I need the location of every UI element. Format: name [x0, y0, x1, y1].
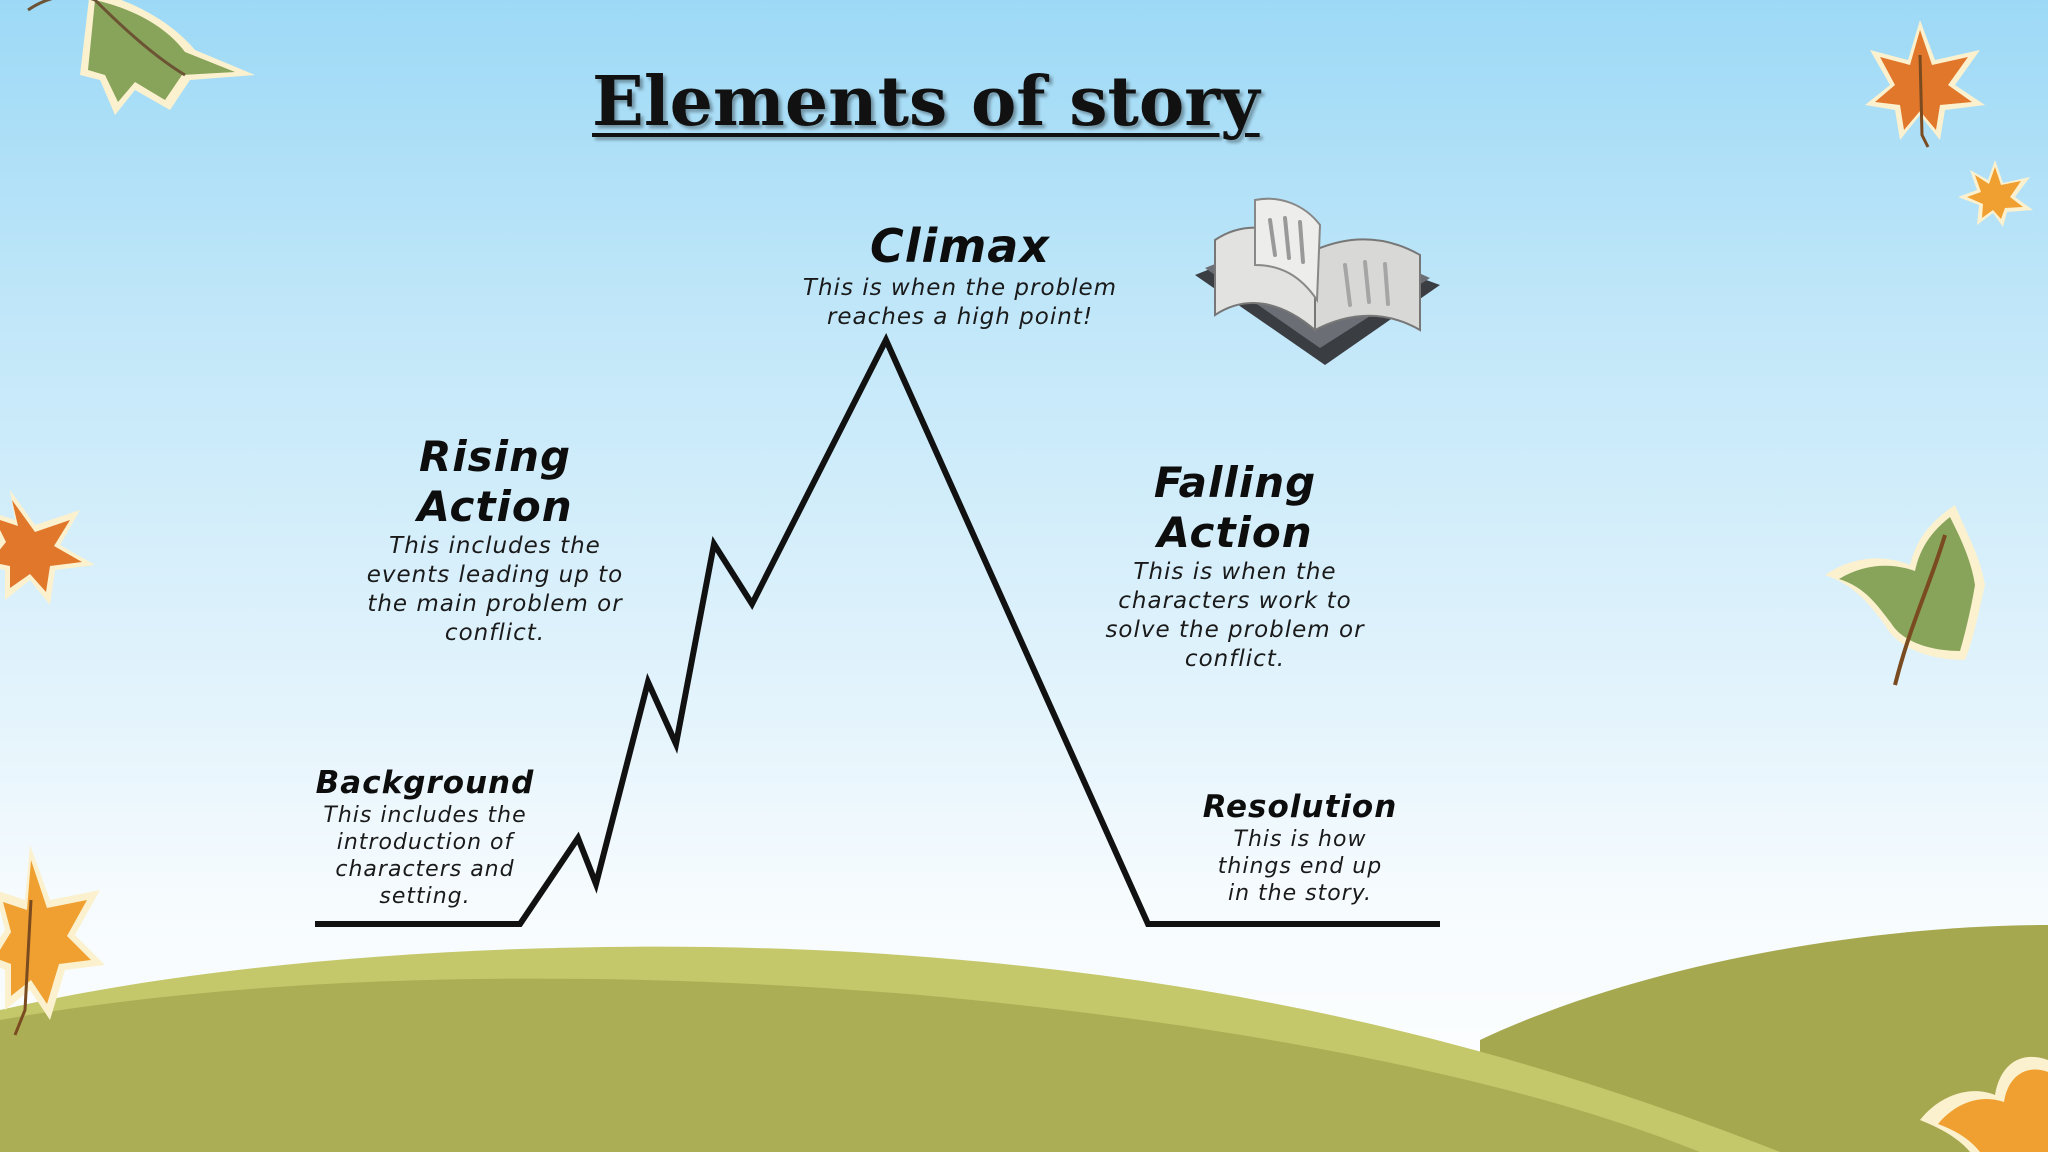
- open-book-icon: [1195, 197, 1440, 365]
- falling-action-label: Falling Action This is when the characte…: [1090, 458, 1380, 674]
- rising-action-description: This includes the events leading up to t…: [366, 533, 624, 646]
- resolution-heading: Resolution: [1202, 789, 1398, 825]
- maple-leaf-icon: [27, 0, 255, 115]
- rising-action-heading: Rising Action: [417, 432, 573, 531]
- plot-line: [315, 333, 1440, 927]
- maple-leaf-icon: [1920, 1056, 2048, 1152]
- falling-action-description: This is when the characters work to solv…: [1105, 559, 1365, 672]
- resolution-label: Resolution This is how things end up in …: [1185, 788, 1415, 907]
- slide-title: Elements of story: [592, 62, 1260, 142]
- maple-leaf-icon: [1958, 160, 2033, 227]
- background-heading: Background: [315, 765, 535, 801]
- falling-action-heading: Falling Action: [1153, 458, 1317, 557]
- climax-label: Climax This is when the problem reaches …: [770, 218, 1150, 332]
- background-label: Background This includes the introductio…: [300, 764, 550, 910]
- climax-heading: Climax: [870, 219, 1050, 273]
- background-description: This includes the introduction of charac…: [323, 803, 527, 909]
- maple-leaf-icon: [0, 845, 105, 1036]
- maple-leaf-icon: [0, 490, 95, 605]
- maple-leaf-icon: [1865, 20, 1985, 148]
- front-hill: [0, 978, 1700, 1152]
- resolution-description: This is how things end up in the story.: [1217, 827, 1383, 906]
- climax-description: This is when the problem reaches a high …: [802, 275, 1118, 330]
- rising-action-label: Rising Action This includes the events l…: [345, 432, 645, 648]
- maple-leaf-icon: [1825, 505, 1985, 686]
